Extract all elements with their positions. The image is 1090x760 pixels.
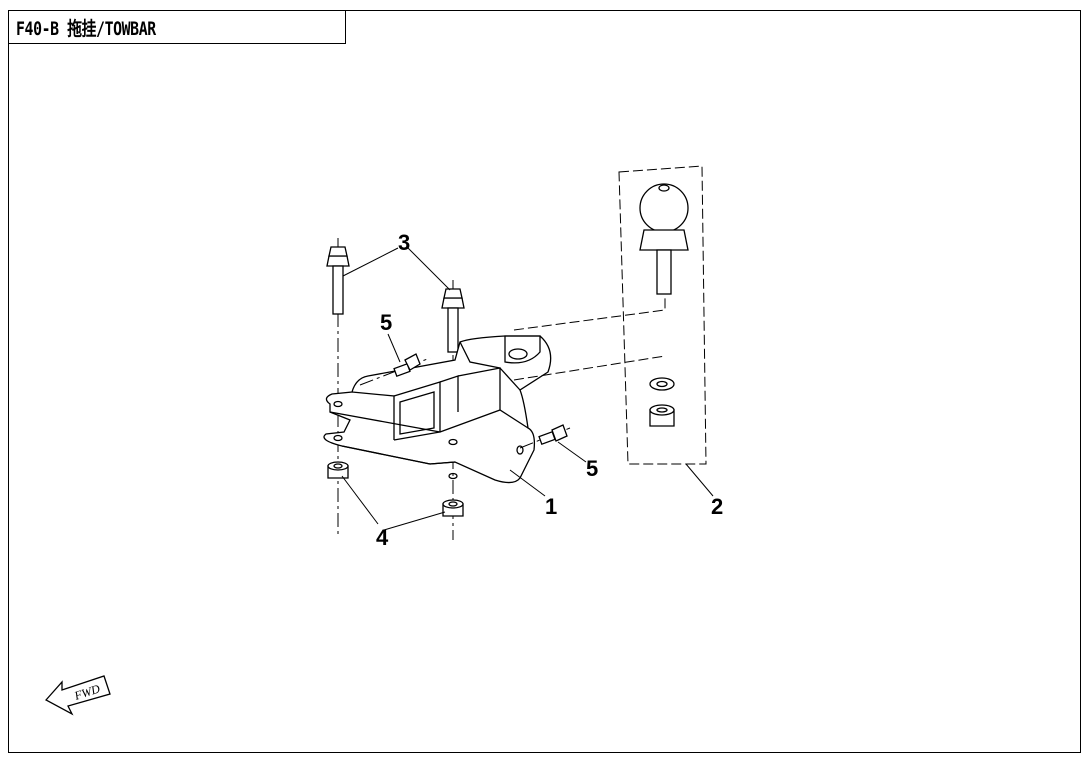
title-block: F40-B 拖挂/TOWBAR — [8, 10, 346, 44]
drawing-frame — [8, 10, 1081, 753]
page-title: F40-B 拖挂/TOWBAR — [16, 17, 156, 40]
callout-4: 4 — [376, 525, 389, 550]
callout-3: 3 — [398, 230, 410, 255]
bolt-left — [326, 238, 350, 536]
towbar-bracket — [323, 335, 552, 484]
callout-5-left: 5 — [380, 310, 392, 335]
hitch-ball-kit — [513, 165, 707, 465]
leader-lines — [341, 247, 714, 531]
bolt-5-right — [519, 424, 571, 449]
callout-5-right: 5 — [586, 456, 598, 481]
fwd-arrow-icon: FWD — [44, 675, 111, 716]
nut-right — [442, 499, 464, 517]
callout-1: 1 — [545, 494, 557, 519]
nut-left — [327, 461, 349, 479]
bolt-5-left — [359, 353, 431, 386]
callout-2: 2 — [711, 494, 723, 519]
